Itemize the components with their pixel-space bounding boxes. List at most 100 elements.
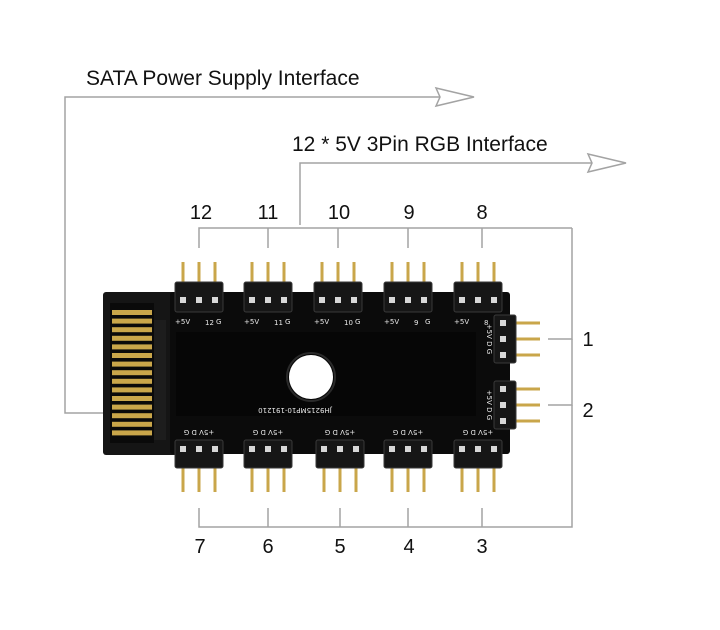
header-port-7: +5V D G <box>174 428 224 492</box>
header-port-5: +5V D G <box>315 428 365 492</box>
port-number-9: 9 <box>403 202 414 224</box>
header-pin <box>476 464 480 492</box>
port-number-3: 3 <box>476 536 487 558</box>
header-pin <box>460 262 464 286</box>
silk-g-label: G <box>425 318 430 326</box>
header-pin <box>197 262 201 286</box>
header-pin <box>422 464 426 492</box>
port-number-2: 2 <box>582 400 593 422</box>
silk-pin-labels: +5V D G <box>325 428 355 436</box>
header-pin <box>282 262 286 286</box>
port-number-12: 12 <box>190 202 212 224</box>
header-pin <box>352 262 356 286</box>
mounting-hole <box>289 355 333 399</box>
header-pin <box>250 464 254 492</box>
header-pin <box>512 321 540 325</box>
silk-port-number: 9 <box>414 319 418 327</box>
header-pin <box>266 464 270 492</box>
callout-lines <box>64 96 615 528</box>
header-pin <box>492 464 496 492</box>
sata-arrow-icon <box>434 86 475 108</box>
sata-pin <box>112 370 152 376</box>
header-port-1: +5V D G <box>485 314 540 364</box>
header-pin <box>266 262 270 286</box>
sata-pin <box>112 310 152 315</box>
header-pin <box>492 262 496 286</box>
silk-port-number: 10 <box>344 319 353 327</box>
header-port-4: +5V D G <box>383 428 433 492</box>
sata-pin <box>112 327 152 333</box>
silk-5v-label: +5V <box>175 318 190 326</box>
header-pin <box>512 387 540 391</box>
port-number-10: 10 <box>328 202 350 224</box>
header-pin <box>512 353 540 357</box>
header-pin <box>197 464 201 492</box>
sata-pin <box>112 421 152 427</box>
silk-port-number: 12 <box>205 319 214 327</box>
silk-pin-labels: +5V D G <box>485 390 493 420</box>
silk-5v-label: +5V <box>244 318 259 326</box>
port-number-1: 1 <box>582 329 593 351</box>
port-number-7: 7 <box>194 536 205 558</box>
sata-pin <box>112 361 152 367</box>
port-number-6: 6 <box>262 536 273 558</box>
port-number-4: 4 <box>403 536 414 558</box>
sata-pin <box>112 335 152 341</box>
sata-pin <box>112 413 152 419</box>
sata-connector <box>103 292 183 455</box>
sata-pin <box>112 387 152 393</box>
header-pin <box>282 464 286 492</box>
port-number-11: 11 <box>258 202 279 224</box>
sata-pin <box>112 353 152 358</box>
silk-5v-label: +5V <box>384 318 399 326</box>
silk-5v-label: +5V <box>314 318 329 326</box>
port-number-8: 8 <box>476 202 487 224</box>
silk-pin-labels: +5V D G <box>184 428 214 436</box>
board-code-text: JH9215MP10-191210 <box>258 406 333 414</box>
header-pin <box>406 262 410 286</box>
header-port-6: +5V D G <box>243 428 293 492</box>
rgb-arrow-icon <box>586 152 627 174</box>
header-pin <box>512 403 540 407</box>
silk-pin-labels: +5V D G <box>463 428 493 436</box>
header-pin <box>512 337 540 341</box>
silk-pin-labels: +5V D G <box>253 428 283 436</box>
rgb-interface-label: 12 * 5V 3Pin RGB Interface <box>292 133 548 156</box>
sata-pin <box>112 344 152 350</box>
sata-interface-label: SATA Power Supply Interface <box>86 67 360 90</box>
header-pin <box>320 262 324 286</box>
sata-pin <box>112 318 152 324</box>
header-pin <box>181 464 185 492</box>
port-number-5: 5 <box>334 536 345 558</box>
sata-pin <box>112 404 152 410</box>
silk-g-label: G <box>216 318 221 326</box>
silk-g-label: G <box>285 318 290 326</box>
header-pin <box>336 262 340 286</box>
header-pin <box>250 262 254 286</box>
header-port-3: +5V D G <box>453 428 503 492</box>
sata-pin <box>112 430 152 436</box>
header-pin <box>322 464 326 492</box>
header-pin <box>460 464 464 492</box>
header-pin <box>213 464 217 492</box>
silk-pin-labels: +5V D G <box>485 324 493 354</box>
header-pin <box>476 262 480 286</box>
silk-5v-label: +5V <box>454 318 469 326</box>
sata-contact-pins <box>112 310 152 436</box>
header-pin <box>512 419 540 423</box>
silk-pin-labels: +5V D G <box>393 428 423 436</box>
header-pin <box>181 262 185 286</box>
header-pin <box>422 262 426 286</box>
silk-port-number: 8 <box>484 319 488 327</box>
sata-pin <box>112 378 152 384</box>
header-pin <box>354 464 358 492</box>
silk-port-number: 11 <box>274 319 283 327</box>
header-pin <box>390 464 394 492</box>
silk-g-label: G <box>355 318 360 326</box>
